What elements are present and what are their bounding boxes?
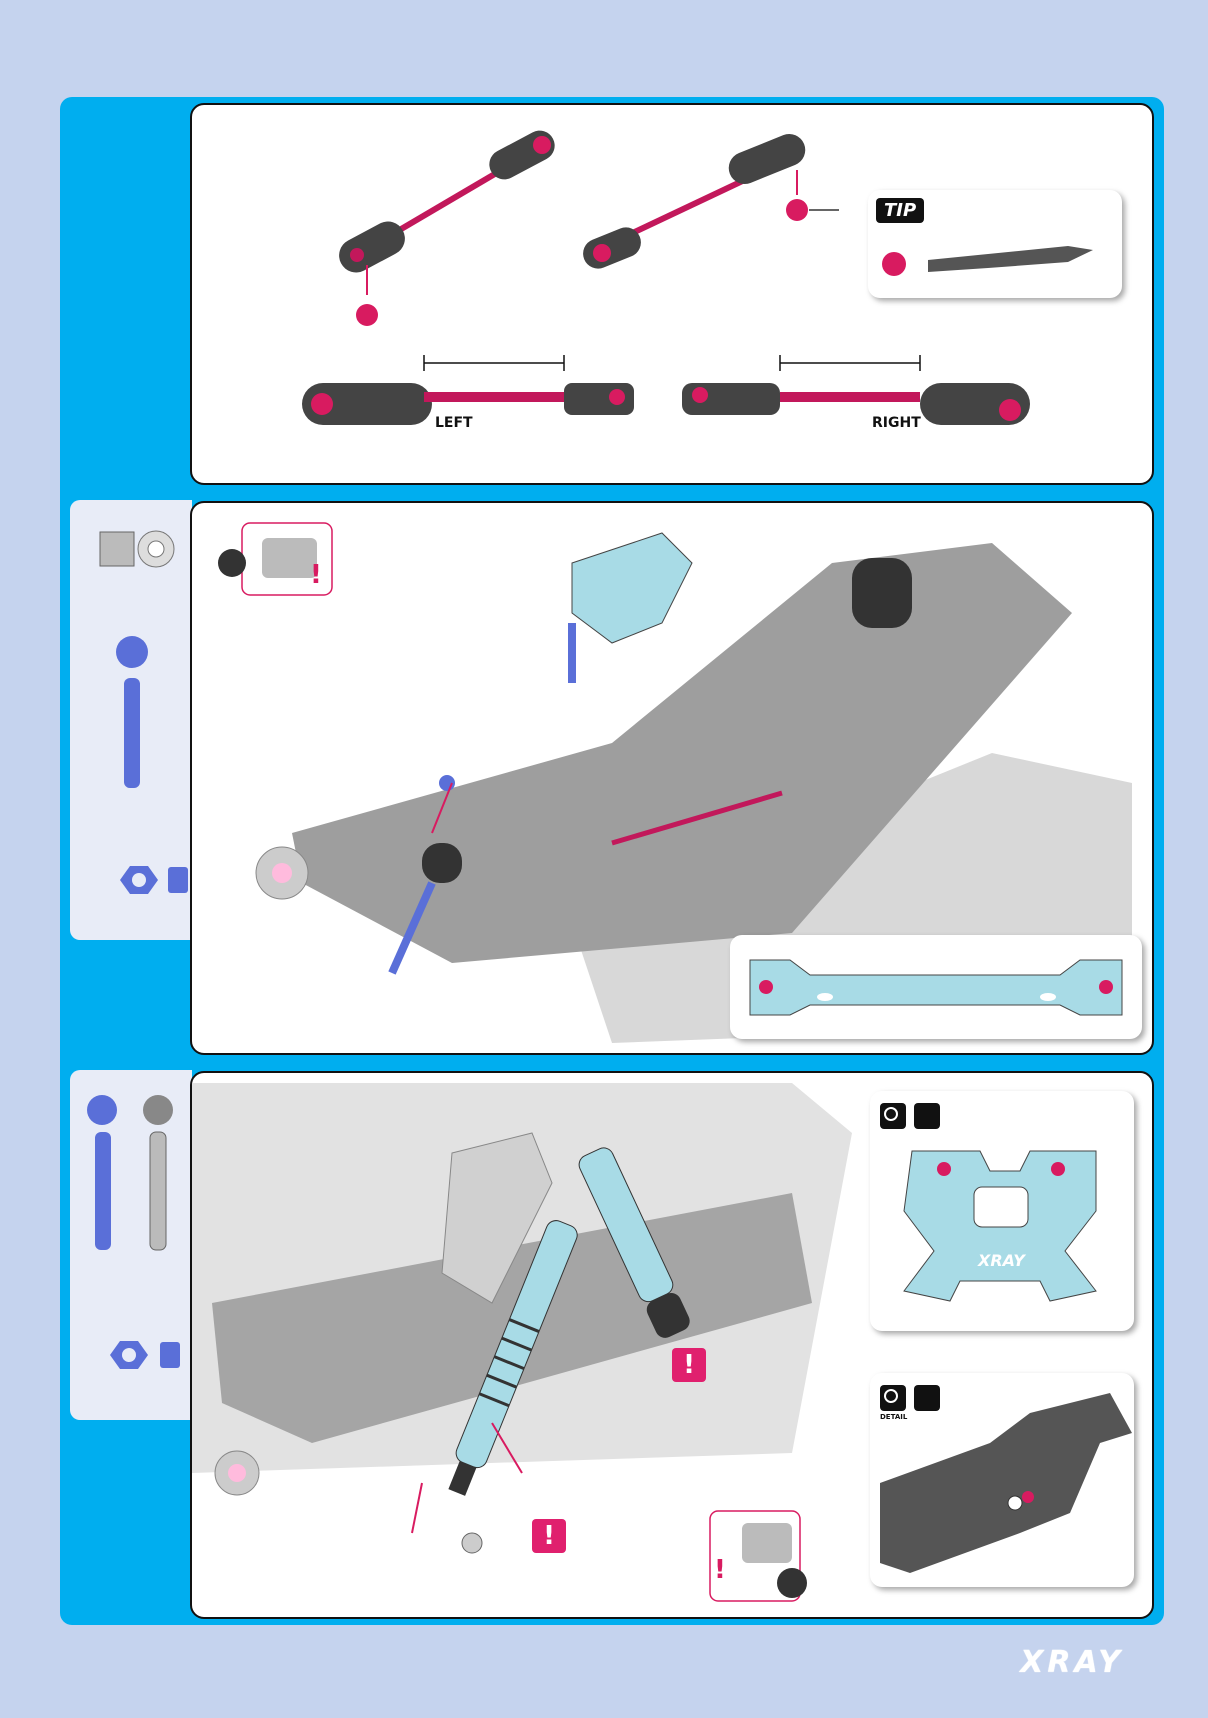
nylon-nut-icon (160, 1342, 180, 1368)
screw-head-icon-grey (143, 1095, 173, 1125)
parts-list-step3 (70, 1070, 192, 1420)
servo-saver-detail-box (730, 935, 1142, 1039)
pliers-icon (928, 246, 1093, 272)
tip-box: TIP (868, 190, 1122, 298)
steering-block (852, 558, 912, 628)
plate-detail (730, 935, 1142, 1039)
front-shock-tower (572, 533, 692, 643)
left-equals-right-icon (914, 1385, 940, 1411)
ball-stud-icon (882, 252, 906, 276)
turnbuckle-right-straight (682, 383, 1030, 425)
screw-shaft-icon (124, 678, 140, 788)
step-panel-turnbuckles: LEFT RIGHT TIP (190, 103, 1154, 485)
parts-list-step2 (70, 500, 192, 940)
right-label: RIGHT (872, 415, 921, 431)
ball-end (462, 1533, 482, 1553)
zoom-icon (880, 1385, 906, 1411)
shock-tower-detail-box: XRAY (870, 1091, 1134, 1331)
turnbuckle-upper-left (333, 125, 560, 326)
shock-tower-logo: XRAY (978, 1251, 1025, 1270)
screw-shaft-icon-grey (150, 1132, 166, 1250)
warning-icon: ! (532, 1519, 566, 1553)
left-label: LEFT (435, 415, 473, 431)
screw-shaft-icon-blue (95, 1132, 111, 1250)
turnbuckle-upper-right (579, 129, 839, 273)
length-dimension-right (780, 355, 920, 371)
shock-tower-detail (870, 1091, 1134, 1331)
parts-sidebar-step3 (70, 1070, 192, 1420)
step-panel-chassis-front: ! (190, 501, 1154, 1055)
zoom-icon (880, 1103, 906, 1129)
nylon-nut-icon (168, 867, 188, 893)
screw-head-icon-blue (87, 1095, 117, 1125)
arm-detail-box: DETAIL (870, 1373, 1134, 1587)
arm-detail (870, 1373, 1134, 1587)
step-panel-shock-mount: ! ! ! XRAY DETAIL (190, 1071, 1154, 1619)
xray-logo: XRAY (1020, 1645, 1124, 1680)
svg-text:!: ! (714, 1555, 726, 1585)
left-equals-right-icon (914, 1103, 940, 1129)
length-dimension-left (424, 355, 564, 371)
warning-icon: ! (672, 1348, 706, 1382)
ball-and-pliers-illustration (868, 190, 1122, 298)
svg-text:!: ! (310, 560, 322, 590)
screw-head-icon (116, 636, 148, 668)
detail-label: DETAIL (880, 1413, 907, 1421)
parts-sidebar-step2 (70, 500, 192, 940)
spacer-icon (100, 532, 134, 566)
